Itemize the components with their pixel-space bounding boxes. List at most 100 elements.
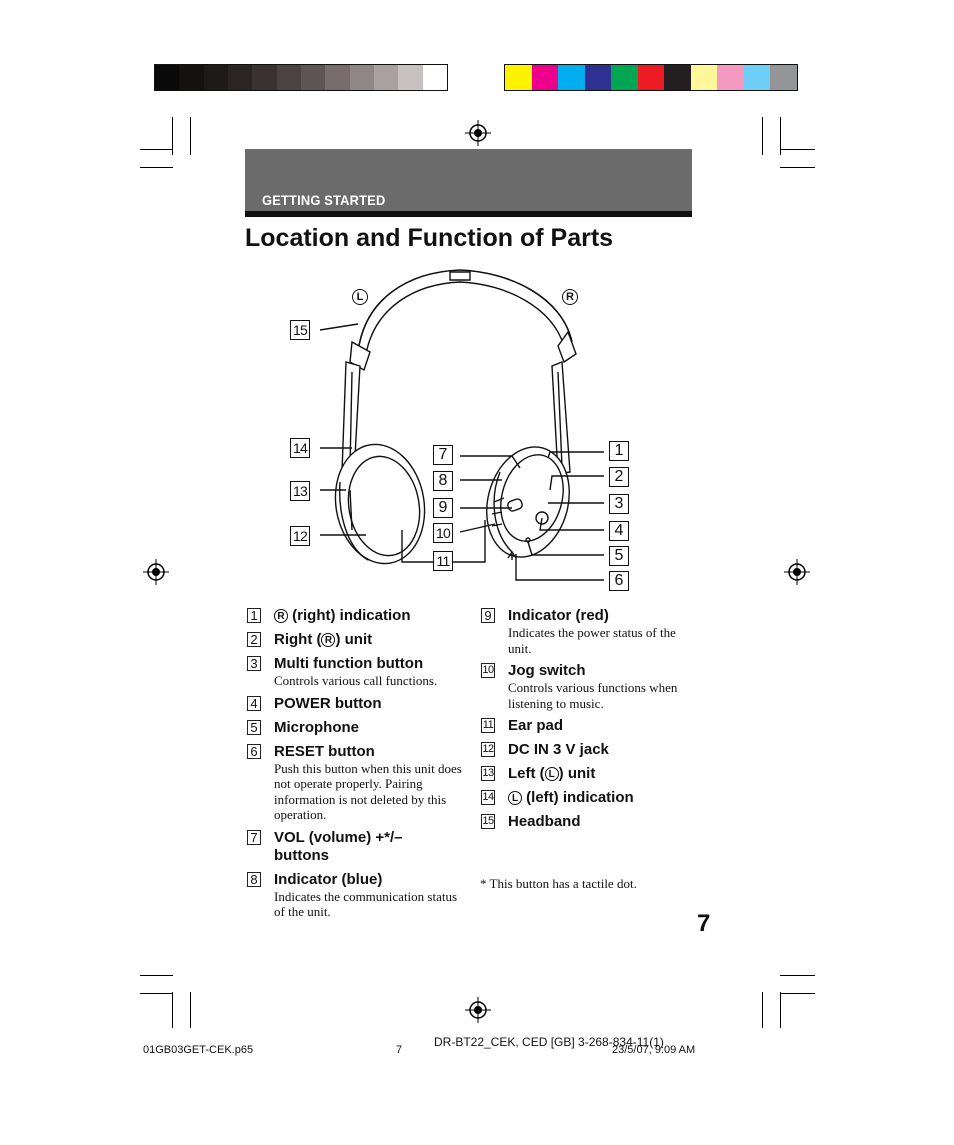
part-item: 7 VOL (volume) +*/– buttons	[247, 829, 467, 865]
footer-page: 7	[396, 1044, 403, 1056]
callout-14: 14	[290, 438, 310, 458]
grayscale-swatch	[203, 65, 228, 90]
process-swatch	[770, 65, 797, 90]
part-label: Microphone	[274, 719, 467, 737]
grayscale-swatch	[373, 65, 399, 90]
part-item: 12 DC IN 3 V jack	[481, 741, 701, 759]
part-number: 11	[481, 718, 495, 733]
footnote: * This button has a tactile dot.	[480, 876, 637, 891]
part-label: Multi function button	[274, 655, 467, 673]
part-item: 15 Headband	[481, 813, 701, 831]
part-item: 5 Microphone	[247, 719, 467, 737]
part-number: 10	[481, 663, 495, 678]
grayscale-swatch	[227, 65, 253, 90]
part-label: DC IN 3 V jack	[508, 741, 701, 759]
part-label: Right (R) unit	[274, 631, 467, 649]
part-label: VOL (volume) +*/– buttons	[274, 829, 434, 865]
process-swatch	[637, 65, 665, 90]
registration-mark-bottom	[465, 997, 491, 1023]
part-description: Controls various functions when listenin…	[508, 680, 678, 711]
part-label-text: (right) indication	[288, 607, 411, 624]
part-number: 15	[481, 814, 495, 829]
part-number: 6	[247, 743, 261, 759]
callout-9: 9	[433, 498, 453, 518]
part-description: Indicates the power status of the unit.	[508, 625, 676, 656]
grayscale-swatch	[325, 65, 350, 90]
process-swatch	[531, 65, 559, 90]
callout-7: 7	[433, 445, 453, 465]
footer-file: 01GB03GET-CEK.p65	[143, 1044, 254, 1056]
part-number: 3	[247, 656, 261, 671]
side-mark-icon: R	[321, 633, 336, 647]
part-label: POWER button	[274, 695, 467, 713]
part-item: 9 Indicator (red)Indicates the power stat…	[481, 607, 701, 656]
registration-mark-left	[143, 559, 169, 585]
process-swatch	[505, 65, 532, 90]
part-label-text: POWER button	[274, 694, 382, 712]
part-label: R (right) indication	[274, 607, 467, 625]
part-item: 4 POWER button	[247, 695, 467, 713]
part-number: 12	[481, 742, 495, 757]
part-description: Controls various call functions.	[274, 673, 438, 688]
callout-4: 4	[609, 521, 629, 541]
part-label-text: Ear pad	[508, 717, 564, 734]
section-label: GETTING STARTED	[262, 192, 386, 208]
registration-mark-right	[784, 559, 810, 585]
process-swatch	[558, 65, 585, 90]
grayscale-swatch	[179, 65, 204, 90]
grayscale-swatch	[422, 65, 447, 90]
part-label: Ear pad	[508, 717, 701, 735]
part-label: RESET button	[274, 743, 467, 761]
callout-1: 1	[609, 441, 629, 461]
grayscale-swatch	[252, 65, 277, 90]
grayscale-swatch	[398, 65, 423, 90]
part-label: Indicator (blue)	[274, 871, 467, 889]
right-side-mark: R	[562, 289, 578, 305]
section-header-rule	[245, 211, 692, 217]
part-label-text: ) unit	[558, 765, 596, 782]
part-label-text: Headband	[508, 813, 581, 830]
part-label-text: Microphone	[274, 718, 359, 736]
part-label-text: Jog switch	[508, 662, 586, 679]
callout-5: 5	[609, 546, 629, 566]
footer-model: DR-BT22_CEK, CED [GB] 3-268-834-11(1)	[434, 1035, 664, 1049]
process-swatch	[690, 65, 718, 90]
grayscale-swatch	[276, 65, 301, 90]
part-label-text: RESET button	[274, 742, 375, 760]
page-title: Location and Function of Parts	[245, 224, 614, 252]
headphone-figure: L R 15 14 13 12 7 8 9 10 11 1 2 3 4 5 6	[280, 262, 640, 592]
side-mark-icon: L	[544, 767, 559, 781]
part-label-text: Right (	[274, 631, 322, 648]
part-item: 11 Ear pad	[481, 717, 701, 735]
grayscale-swatch	[300, 65, 326, 90]
callout-13: 13	[290, 481, 310, 501]
page-number: 7	[697, 910, 711, 937]
part-number: 5	[247, 719, 261, 735]
grayscale-color-bar	[154, 64, 448, 91]
parts-list-right: 9 Indicator (red)Indicates the power stat…	[481, 607, 701, 837]
callout-3: 3	[609, 494, 629, 514]
callout-2: 2	[609, 467, 629, 487]
part-label: L (left) indication	[508, 789, 701, 807]
part-label: Left (L) unit	[508, 765, 701, 783]
part-label-text: Indicator (red)	[508, 607, 609, 624]
part-number: 4	[247, 695, 261, 711]
registration-mark-top	[465, 120, 491, 146]
part-number: 7	[247, 829, 261, 845]
part-label-text: Indicator (blue)	[274, 870, 383, 888]
footer-date: 23/5/07, 9:09 AM	[612, 1044, 696, 1056]
section-header-band	[245, 149, 692, 211]
part-label-text: VOL (volume) +*/– buttons	[274, 828, 403, 864]
part-label-text: Multi function button	[274, 655, 424, 672]
part-label-text: (left) indication	[522, 789, 634, 806]
part-number: 9	[481, 608, 495, 623]
process-swatch	[664, 65, 691, 90]
part-label-text: Left (	[508, 765, 545, 782]
side-mark-icon: L	[508, 791, 522, 805]
part-label: Jog switch	[508, 662, 701, 680]
